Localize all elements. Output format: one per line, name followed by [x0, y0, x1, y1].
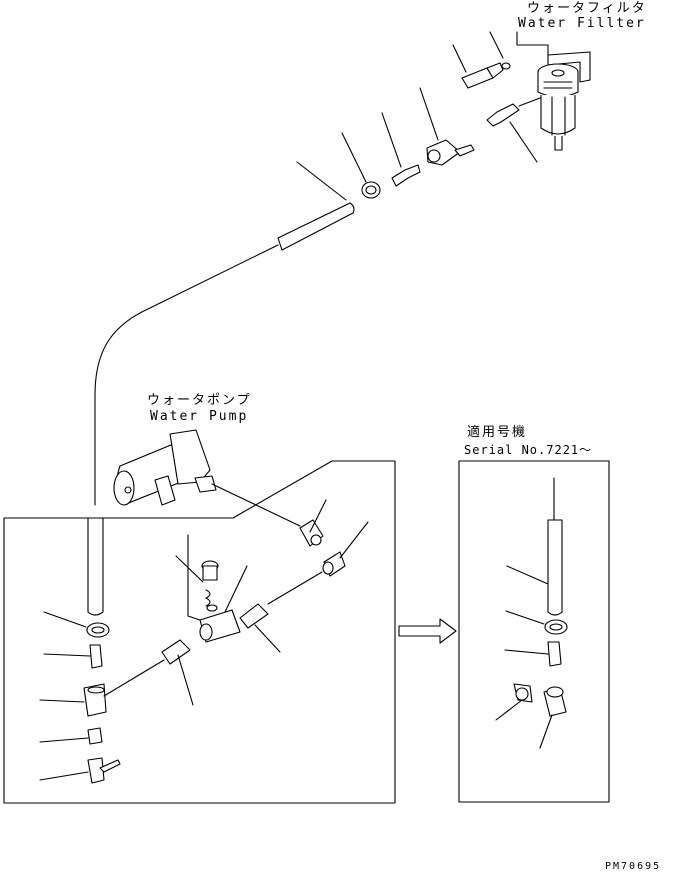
hose-clamp-top	[341, 132, 381, 199]
tee-block	[39, 659, 165, 717]
hose-nipple-right	[239, 571, 323, 653]
elbow-right	[322, 521, 369, 577]
detail-clamp	[505, 610, 568, 635]
drain-valve	[39, 757, 121, 784]
serial-detail-frame	[458, 460, 610, 803]
water-filter-label-jp: ウォータフィルタ	[527, 1, 647, 16]
detail-hose	[506, 477, 563, 616]
water-filter-label-en: Water Fillter	[518, 16, 646, 31]
plug-bottom	[39, 727, 103, 745]
water-pump	[113, 429, 301, 527]
nipple-top	[381, 112, 421, 187]
hose-clamp-bottom	[43, 611, 110, 638]
center-tee	[175, 534, 248, 643]
arrow-icon	[398, 618, 457, 644]
detail-nipple	[504, 641, 562, 667]
detail-elbow-right	[539, 686, 567, 749]
applicable-serial-label-en: Serial No.7221～	[464, 443, 593, 457]
drawing-number: PM70695	[605, 861, 662, 872]
filter-connector	[486, 97, 541, 163]
applicable-serial-label-jp: 適用号機	[467, 425, 528, 440]
water-pump-label-en: Water Pump	[150, 409, 249, 424]
hose-nipple-left	[161, 639, 194, 706]
nipple-bottom	[43, 644, 103, 669]
long-hose	[94, 202, 355, 506]
pump-elbow	[299, 499, 327, 547]
detail-elbow-left	[495, 683, 533, 721]
filter-bolt	[452, 31, 511, 89]
water-filter	[516, 31, 591, 151]
water-pump-label-jp: ウォータポンプ	[147, 393, 252, 408]
vertical-hose	[87, 517, 104, 616]
valve-lever-top	[419, 87, 475, 166]
main-assembly-frame	[3, 460, 396, 804]
hose-leader-top	[296, 161, 347, 201]
